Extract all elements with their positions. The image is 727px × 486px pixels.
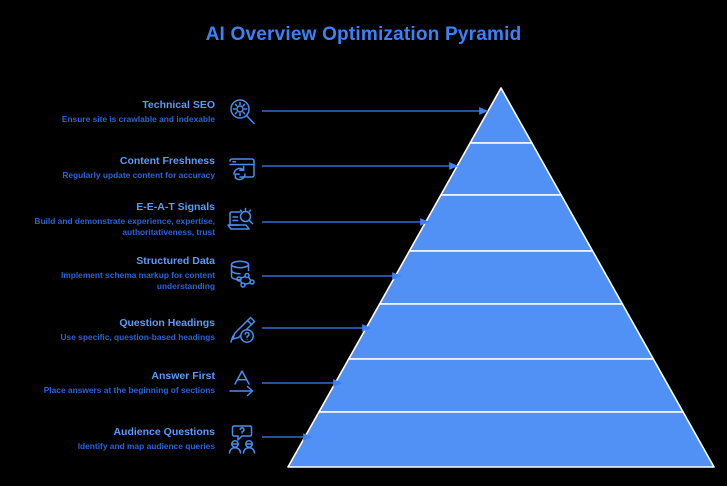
page-title: AI Overview Optimization Pyramid: [205, 24, 522, 45]
pyramid-band-1[interactable]: [440, 142, 562, 196]
pyramid-band-5[interactable]: [318, 358, 684, 413]
level-title-0: Technical SEO: [142, 99, 215, 111]
level-description-3: Implement schema markup for content unde…: [60, 269, 215, 291]
people-question-icon: [222, 419, 262, 459]
level-row-5[interactable]: Answer First Place answers at the beginn…: [0, 363, 262, 403]
level-text-5: Answer First Place answers at the beginn…: [10, 370, 222, 396]
connector-arrows: [262, 107, 489, 441]
level-text-6: Audience Questions Identify and map audi…: [10, 426, 222, 452]
level-text-0: Technical SEO Ensure site is crawlable a…: [10, 99, 222, 125]
level-description-2: Build and demonstrate experience, expert…: [34, 215, 215, 237]
level-title-1: Content Freshness: [119, 155, 215, 167]
level-description-0: Ensure site is crawlable and indexable: [61, 114, 215, 124]
database-nodes-icon: [222, 253, 262, 293]
pyramid-band-3[interactable]: [378, 250, 624, 305]
level-row-2[interactable]: E-E-A-T Signals Build and demonstrate ex…: [0, 199, 262, 239]
level-text-1: Content Freshness Regularly update conte…: [10, 155, 222, 181]
level-text-4: Question Headings Use specific, question…: [10, 317, 222, 343]
pyramid-band-6[interactable]: [287, 411, 715, 468]
level-row-1[interactable]: Content Freshness Regularly update conte…: [0, 148, 262, 188]
level-title-2: E-E-A-T Signals: [136, 200, 215, 213]
level-title-3: Structured Data: [136, 254, 215, 267]
level-row-4[interactable]: Question Headings Use specific, question…: [0, 310, 262, 350]
gear-magnifier-icon: [222, 92, 262, 132]
level-title-6: Audience Questions: [113, 426, 215, 438]
level-text-2: E-E-A-T Signals Build and demonstrate ex…: [10, 201, 222, 238]
laptop-search-icon: [222, 199, 262, 239]
pen-question-icon: [222, 310, 262, 350]
pyramid-band-0[interactable]: [469, 87, 533, 144]
pyramid-band-4[interactable]: [347, 303, 655, 360]
level-title-4: Question Headings: [119, 317, 215, 329]
level-row-3[interactable]: Structured Data Implement schema markup …: [0, 253, 262, 293]
level-title-5: Answer First: [151, 370, 215, 382]
letter-a-arrow-icon: [222, 363, 262, 403]
level-description-4: Use specific, question-based headings: [60, 332, 215, 342]
level-row-0[interactable]: Technical SEO Ensure site is crawlable a…: [0, 92, 262, 132]
level-description-6: Identify and map audience queries: [77, 441, 215, 451]
pyramid-bands: [287, 87, 715, 468]
pyramid-band-2[interactable]: [408, 194, 594, 252]
level-text-3: Structured Data Implement schema markup …: [10, 255, 222, 292]
level-row-6[interactable]: Audience Questions Identify and map audi…: [0, 419, 262, 459]
level-description-5: Place answers at the beginning of sectio…: [43, 385, 215, 395]
window-refresh-icon: [222, 148, 262, 188]
level-description-1: Regularly update content for accuracy: [62, 170, 215, 180]
